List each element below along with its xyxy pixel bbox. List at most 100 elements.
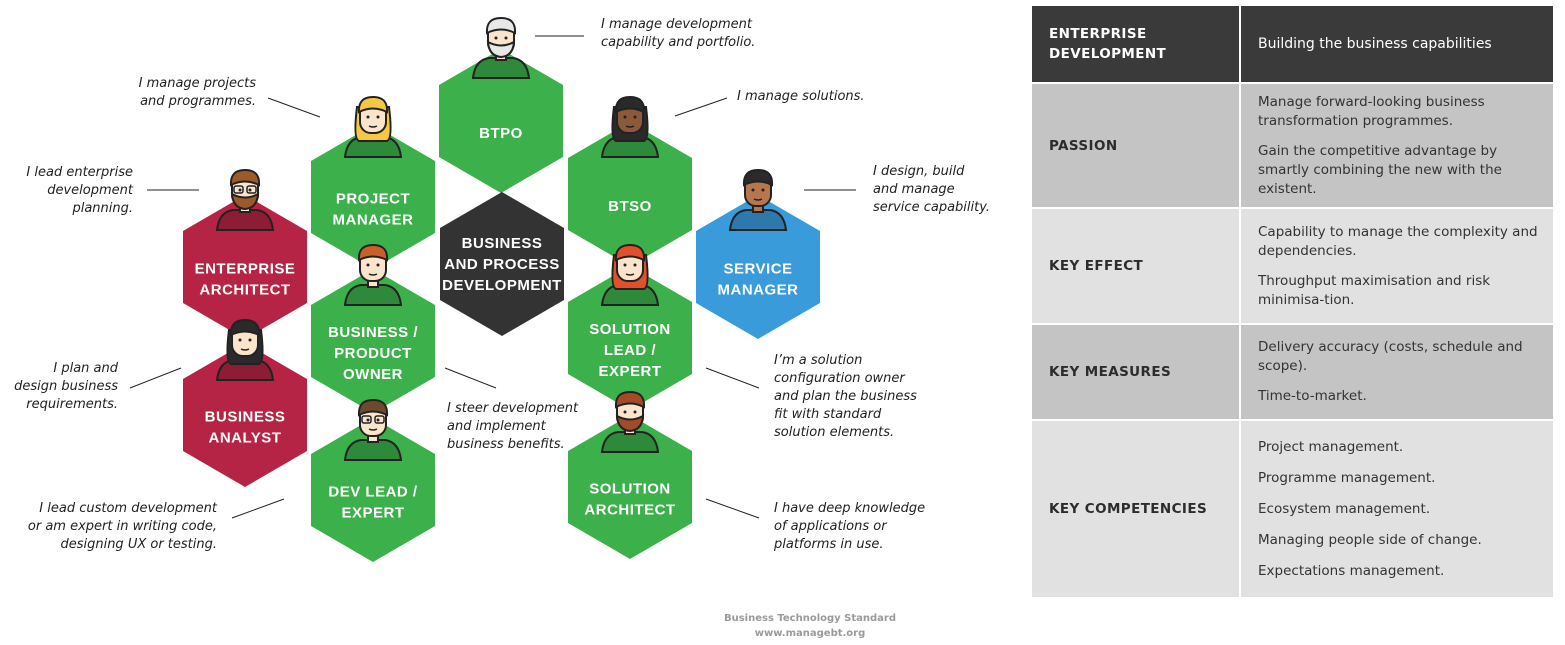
btso-label-line-1: BTSO [608,198,652,215]
table-header-row: ENTERPRISE DEVELOPMENT Building the busi… [1030,4,1555,84]
dev-lead-expert-callout-line-3: designing UX or testing. [60,537,217,552]
business-product-owner-callout-line-3: business benefits. [447,437,565,452]
solution-lead-expert-callout-leader [705,367,760,389]
dev-lead-expert-avatar [343,398,403,461]
key-measures-item-1: Delivery accuracy (costs, schedule and s… [1258,339,1523,374]
business-analyst-label-line-2: ANALYST [209,430,282,447]
project-manager-label-line-1: PROJECT [336,191,410,208]
service-manager-label-line-1: SERVICE [723,261,792,278]
solution-architect-label-line-1: SOLUTION [589,481,671,498]
btso-callout-leader [674,97,728,117]
btpo-hexagon [439,49,563,193]
dev-lead-expert-callout-leader [231,498,285,519]
business-process-development-label-line-1: BUSINESS [462,235,543,252]
role-project-manager: PROJECT MANAGER I manage projects and progr… [139,76,435,269]
btpo-callout-line-1: I manage development [601,17,753,32]
row-content-key-competencies: Project management. Programme management… [1239,419,1555,599]
project-manager-callout-leader [267,97,321,118]
business-analyst-callout-line-1: I plan and [53,361,118,376]
table-row-passion: PASSION Manage forward-looking business … [1030,82,1555,209]
key-effect-item-1: Capability to manage the complexity and … [1258,223,1538,259]
business-product-owner-callout-line-2: and implement [447,419,547,434]
passion-item-1: Manage forward-looking business transfor… [1258,93,1485,129]
competency-item-1: Project management. [1258,438,1404,455]
row-label-passion: PASSION [1030,82,1241,209]
business-analyst-label-line-1: BUSINESS [205,409,286,426]
row-content-key-effect: Capability to manage the complexity and … [1239,207,1555,325]
role-solution-architect: SOLUTION ARCHITECT I have deep knowledge of… [568,390,925,559]
business-analyst-callout-line-2: design business [14,379,118,394]
enterprise-architect-hexagon [183,195,307,339]
dev-lead-expert-label-line-2: EXPERT [341,505,404,522]
competency-item-3: Ecosystem management. [1258,500,1431,517]
solution-lead-expert-callout-line-5: solution elements. [774,425,894,440]
row-label-key-measures: KEY MEASURES [1030,323,1241,421]
solution-architect-callout-line-1: I have deep knowledge [774,501,925,516]
solution-architect-callout-leader [705,498,760,519]
business-analyst-callout-line-3: requirements. [26,397,118,412]
btpo-label-line-1: BTPO [479,125,523,142]
footer-title: Business Technology Standard [724,613,896,624]
enterprise-architect-callout-line-2: development [47,183,134,198]
btso-avatar [600,95,660,158]
solution-lead-expert-label-line-2: LEAD / [604,342,657,359]
service-manager-callout-line-3: service capability. [873,200,990,215]
business-product-owner-callout-leader [444,367,497,389]
solution-lead-expert-label-line-3: EXPERT [598,363,661,380]
competency-item-2: Programme management. [1258,469,1436,486]
enterprise-development-table: ENTERPRISE DEVELOPMENT Building the busi… [1030,4,1555,599]
dev-lead-expert-callout-line-2: or am expert in writing code, [28,519,217,534]
footer-url: www.managebt.org [755,628,866,639]
solution-architect-callout-line-2: of applications or [774,519,888,534]
project-manager-avatar [343,95,403,158]
role-business-analyst: BUSINESS ANALYST I plan and design business… [14,318,307,487]
key-effect-item-2: Throughput maximisation and risk minimis… [1258,272,1491,308]
business-process-development-hexagon [440,192,564,336]
role-btso: BTSO I manage solutions. [568,89,865,266]
solution-architect-callout-line-3: platforms in use. [773,537,884,552]
row-label-key-effect: KEY EFFECT [1030,207,1241,325]
solution-lead-expert-hexagon [568,266,692,410]
enterprise-architect-label-line-1: ENTERPRISE [195,261,296,278]
btpo-avatar [471,16,531,79]
row-content-key-measures: Delivery accuracy (costs, schedule and s… [1239,323,1555,421]
solution-lead-expert-label-line-1: SOLUTION [589,321,671,338]
table-row-key-measures: KEY MEASURES Delivery accuracy (costs, s… [1030,323,1555,421]
service-manager-callout-line-1: I design, build [873,164,965,179]
row-label-key-competencies: KEY COMPETENCIES [1030,419,1241,599]
business-product-owner-callout-line-1: I steer development [447,401,579,416]
dev-lead-expert-callout-line-1: I lead custom development [39,501,218,516]
business-product-owner-label-line-3: OWNER [343,366,403,383]
project-manager-label-line-2: MANAGER [333,212,414,229]
business-product-owner-label-line-2: PRODUCT [334,345,412,362]
enterprise-architect-avatar [215,168,275,231]
competency-item-5: Expectations management. [1258,562,1445,579]
project-manager-hexagon [311,125,435,269]
project-manager-callout-line-1: I manage projects [139,76,257,91]
key-measures-item-2: Time-to-market. [1258,388,1367,404]
solution-architect-label-line-2: ARCHITECT [584,502,675,519]
business-product-owner-avatar [343,243,403,306]
solution-architect-hexagon [568,415,692,559]
solution-architect-avatar [600,390,660,453]
competency-item-4: Managing people side of change. [1258,531,1482,548]
service-manager-callout-line-2: and manage [873,182,955,197]
table-row-key-competencies: KEY COMPETENCIES Project management. Pro… [1030,419,1555,599]
enterprise-architect-label-line-2: ARCHITECT [199,282,290,299]
business-process-development-label-line-3: DEVELOPMENT [442,277,562,294]
solution-lead-expert-callout-line-2: configuration owner [774,371,906,386]
project-manager-callout-line-2: and programmes. [140,94,256,109]
table-row-key-effect: KEY EFFECT Capability to manage the comp… [1030,207,1555,325]
passion-item-2: Gain the competitive advantage by smartl… [1258,142,1502,197]
btso-callout-line-1: I manage solutions. [737,89,865,104]
service-manager-hexagon [696,195,820,339]
business-product-owner-hexagon [311,269,435,413]
dev-lead-expert-hexagon [311,418,435,562]
header-role-line-1: ENTERPRISE [1049,26,1147,42]
